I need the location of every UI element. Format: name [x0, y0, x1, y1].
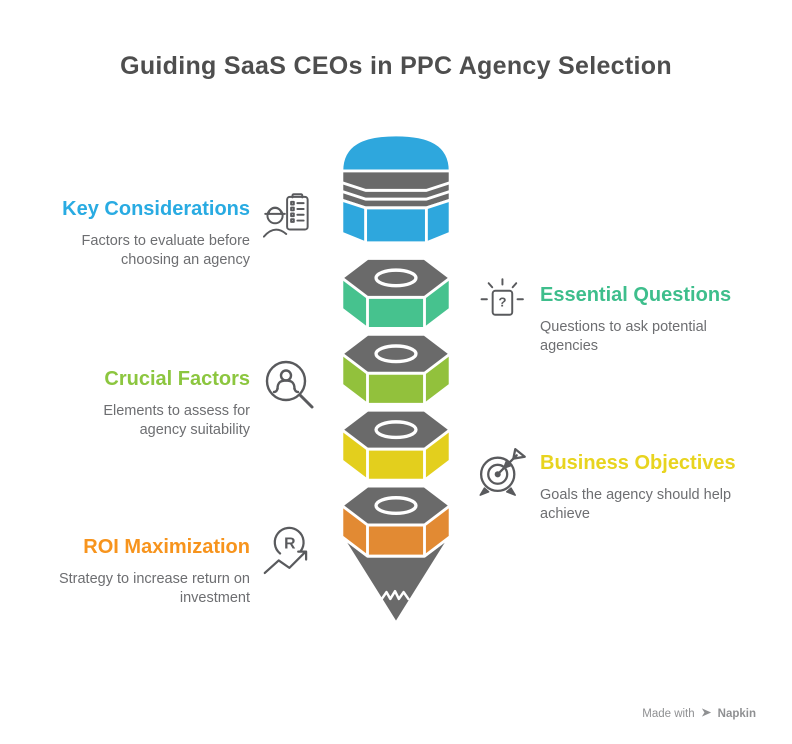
section-key-considerations: Key Considerations Factors to evaluate b… [30, 198, 250, 269]
person-checklist-icon [263, 191, 313, 243]
section-heading: Crucial Factors [104, 368, 250, 390]
napkin-logo-icon [700, 706, 713, 722]
section-business-objectives: Business Objectives Goals the agency sho… [540, 452, 770, 523]
target-dart-icon [474, 443, 529, 498]
ferrule-stripe [341, 189, 451, 201]
watermark-brand: Napkin [717, 708, 756, 720]
section-description: Goals the agency should help achieve [540, 487, 732, 522]
pencil-diagram [339, 132, 453, 637]
svg-text:R: R [284, 535, 296, 552]
section-crucial-factors: Crucial Factors Elements to assess for a… [55, 368, 250, 439]
pencil-segment-crucial-factors [340, 332, 452, 406]
section-description: Factors to evaluate before choosing an a… [81, 233, 250, 268]
section-description: Strategy to increase return on investmen… [58, 571, 250, 606]
tip-zigzag [380, 589, 410, 601]
pencil-segment-roi-maximization [340, 484, 452, 558]
svg-text:?: ? [498, 294, 506, 309]
section-description: Elements to assess for agency suitabilit… [103, 403, 250, 438]
section-heading: Business Objectives [540, 452, 736, 474]
pencil-segment-business-objectives [340, 408, 452, 482]
section-heading: Key Considerations [62, 198, 250, 220]
pencil-segment-essential-questions [340, 256, 452, 330]
section-essential-questions: Essential Questions Questions to ask pot… [540, 284, 740, 355]
section-description: Questions to ask potential agencies [540, 319, 707, 354]
ferrule-stripe [341, 181, 451, 192]
made-with-napkin-watermark: Made with Napkin [642, 706, 756, 722]
section-heading: ROI Maximization [83, 536, 250, 558]
section-roi-maximization: ROI Maximization Strategy to increase re… [18, 536, 250, 607]
roi-arrow-icon: R [262, 524, 314, 582]
person-magnifier-icon [261, 357, 315, 411]
pencil-segment-key-considerations [340, 133, 452, 245]
page-title: Guiding SaaS CEOs in PPC Agency Selectio… [120, 52, 672, 80]
question-card-icon: ? [478, 277, 526, 325]
watermark-prefix: Made with [642, 708, 695, 720]
eraser-cap [340, 133, 452, 175]
section-heading: Essential Questions [540, 284, 732, 306]
